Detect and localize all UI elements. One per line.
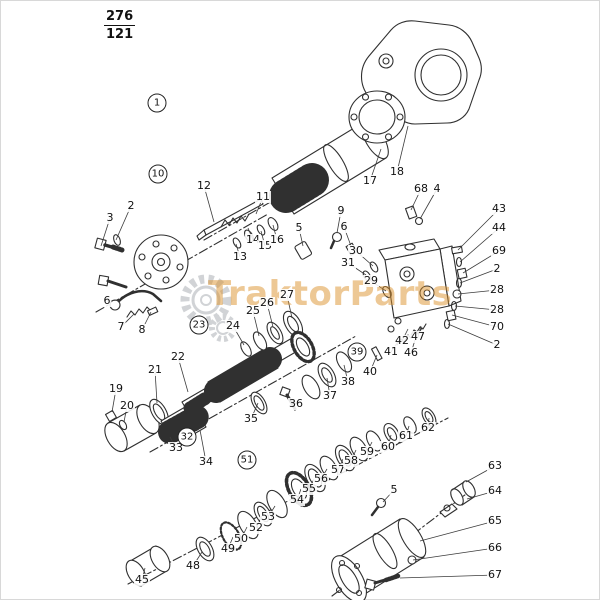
leader-line-29 <box>370 280 387 292</box>
leader-line-6 <box>343 226 352 247</box>
leader-line-34 <box>199 429 207 463</box>
bolt-5-drawing <box>375 497 387 509</box>
leader-line-13 <box>235 243 241 258</box>
pin-40-drawing <box>370 346 383 362</box>
flange-and-bolts-drawing <box>94 234 189 318</box>
leader-line-68 <box>410 188 422 211</box>
leader-line-67 <box>399 574 496 579</box>
leader-line-44 <box>459 227 500 263</box>
rear-housing-drawing <box>348 20 482 144</box>
plug-68-drawing <box>404 205 418 220</box>
housing-bore-drawing <box>414 48 468 102</box>
leader-line-43 <box>457 208 500 251</box>
leader-line-28 <box>454 305 498 311</box>
leader-line-9 <box>336 210 342 234</box>
leader-line-65 <box>419 520 496 542</box>
leader-line-66 <box>412 547 496 561</box>
output-housing-drawing <box>331 480 476 600</box>
leader-line-5 <box>382 489 395 503</box>
leader-line-21 <box>154 369 158 404</box>
catalog-ref-sub: 121 <box>106 27 134 42</box>
leader-line-16 <box>272 224 278 241</box>
leader-line-48 <box>192 551 203 567</box>
leader-line-22 <box>177 356 189 393</box>
leader-line-2 <box>115 205 132 241</box>
leader-line-30 <box>355 250 374 267</box>
leader-line-70 <box>451 314 498 328</box>
leader-line-18 <box>396 125 409 173</box>
catalog-ref-page: 276 <box>104 9 136 26</box>
leader-line-46 <box>410 339 416 354</box>
leader-line-2 <box>459 268 498 284</box>
spring-7-drawing <box>126 306 152 318</box>
bushing-drawing <box>104 398 209 453</box>
cylinder-head-flange-drawing <box>348 90 406 144</box>
leader-line-19 <box>111 388 117 413</box>
leader-line-24 <box>232 325 245 346</box>
catalog-ref: 276 121 <box>104 9 136 42</box>
spring-12-drawing <box>220 213 250 228</box>
yoke-drawing <box>439 480 476 518</box>
leader-line-63 <box>465 465 496 483</box>
leader-line-2 <box>447 323 498 346</box>
washer-2-drawing <box>113 234 121 246</box>
valve-block-drawing <box>362 205 468 362</box>
plug-66-drawing <box>407 555 417 565</box>
leader-line-12 <box>203 185 215 223</box>
gear-stack-drawing <box>125 407 437 587</box>
hook-lever-drawing <box>115 290 163 305</box>
leader-line-41 <box>390 339 400 353</box>
piston-5-drawing <box>294 241 313 260</box>
leader-line-40 <box>369 354 378 373</box>
seal-rings-drawing <box>250 351 353 415</box>
leader-line-31 <box>347 262 367 276</box>
ball-4-drawing <box>414 216 424 226</box>
leader-line-28 <box>457 289 498 295</box>
leader-line-8 <box>141 311 152 331</box>
bolt-67-drawing <box>364 578 377 591</box>
leader-line-4 <box>419 188 438 220</box>
main-shaft-drawing <box>181 310 316 415</box>
